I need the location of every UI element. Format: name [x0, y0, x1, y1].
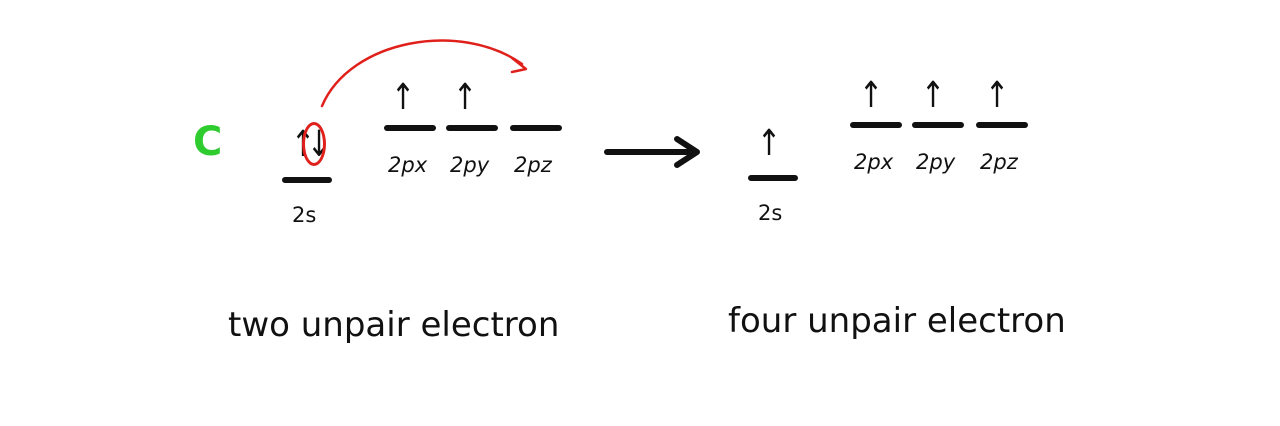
orbital-label: 2py: [450, 153, 490, 177]
orbital-line: [384, 125, 436, 131]
orbital-label: 2s: [758, 201, 783, 225]
curved-arrowhead-icon: [510, 56, 528, 74]
orbital-label: 2s: [292, 203, 317, 227]
excited-state-caption: four unpair electron: [728, 301, 1066, 341]
orbital-line: [850, 122, 902, 128]
orbital-label: 2pz: [514, 153, 552, 177]
element-symbol: C: [193, 119, 223, 165]
orbital-label: 2pz: [980, 150, 1018, 174]
electron-spin-up: ↑: [985, 75, 1010, 116]
orbital-line: [510, 125, 562, 131]
orbital-line: [282, 177, 332, 183]
orbital-label: 2py: [916, 150, 956, 174]
electron-spin-up: ↑: [391, 77, 416, 118]
electron-spin-up: ↑: [757, 123, 782, 164]
curved-arrow-icon: [320, 39, 524, 108]
electron-spin-up: ↑: [859, 75, 884, 116]
orbital-line: [912, 122, 964, 128]
orbital-line: [976, 122, 1028, 128]
ground-state-caption: two unpair electron: [228, 305, 560, 345]
right-arrow-icon: [604, 136, 700, 168]
orbital-line: [748, 175, 798, 181]
highlight-ring-icon: [302, 122, 326, 166]
electron-spin-up: ↑: [453, 77, 478, 118]
orbital-label: 2px: [854, 150, 894, 174]
electron-spin-up: ↑: [921, 75, 946, 116]
orbital-line: [446, 125, 498, 131]
orbital-label: 2px: [388, 153, 428, 177]
